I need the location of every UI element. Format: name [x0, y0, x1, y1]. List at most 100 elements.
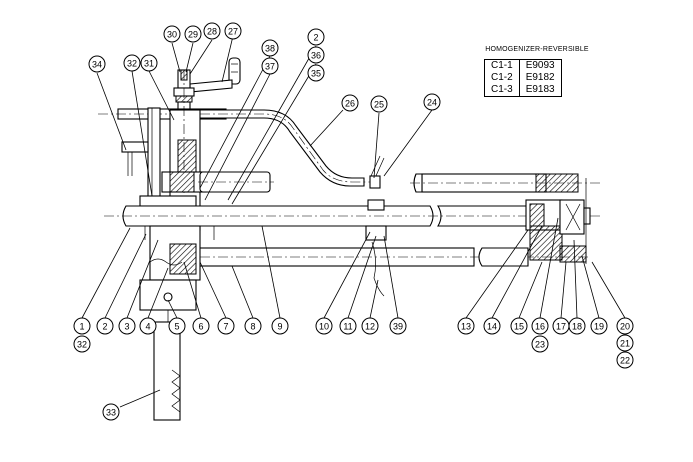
part-number: E9182	[525, 72, 555, 83]
main-shaft	[104, 205, 600, 240]
callout-balloon-15: 15	[510, 317, 528, 335]
callout-balloon-21: 21	[616, 334, 634, 352]
callout-number: 23	[535, 340, 545, 350]
callout-balloon-38: 38	[261, 39, 279, 57]
callout-balloon-31: 31	[140, 54, 158, 72]
part-number: E9183	[525, 84, 555, 95]
callout-number: 17	[556, 322, 566, 332]
callout-number: 13	[461, 322, 471, 332]
callout-balloon-32: 32	[123, 54, 141, 72]
callout-balloon-30: 30	[163, 25, 181, 43]
callout-number: 30	[167, 30, 177, 40]
callout-number: 16	[535, 322, 545, 332]
callout-number: 22	[620, 356, 630, 366]
callout-balloon-27: 27	[224, 22, 242, 40]
callout-balloon-9: 9	[271, 317, 289, 335]
callout-number: 38	[265, 44, 275, 54]
model-code: C1-3	[484, 84, 520, 97]
callout-number: 27	[228, 27, 238, 37]
callout-number: 39	[393, 322, 403, 332]
callout-number: 1	[79, 322, 84, 332]
callout-number: 26	[345, 99, 355, 109]
callout-number: 10	[319, 322, 329, 332]
callout-balloon-17: 17	[552, 317, 570, 335]
callout-number: 36	[311, 51, 321, 61]
callout-number: 32	[77, 340, 87, 350]
callout-number: 32	[127, 59, 137, 69]
right-end-assembly	[525, 178, 591, 264]
callout-balloon-16: 16	[531, 317, 549, 335]
callout-number: 4	[145, 322, 150, 332]
leader-lines	[81, 35, 626, 408]
callout-number: 6	[198, 322, 203, 332]
callout-balloon-13: 13	[457, 317, 475, 335]
callout-number: 2	[102, 322, 107, 332]
lower-block	[139, 225, 201, 322]
callout-balloon-33: 33	[102, 403, 120, 421]
callout-balloon-34: 34	[88, 55, 106, 73]
callout-number: 21	[620, 339, 630, 349]
callout-number: 28	[207, 27, 217, 37]
callout-number: 35	[311, 69, 321, 79]
table-row: C1-2 E9182	[484, 72, 562, 84]
callout-number: 11	[343, 322, 352, 332]
callout-number: 29	[188, 30, 198, 40]
model-code: C1-1	[484, 59, 520, 72]
callout-number: 20	[620, 322, 630, 332]
part-number: E9093	[525, 60, 555, 71]
callout-balloon-28: 28	[203, 22, 221, 40]
model-code: C1-2	[484, 72, 520, 84]
callout-balloon-35: 35	[307, 64, 325, 82]
callout-balloon-8: 8	[244, 317, 262, 335]
callout-number: 7	[223, 322, 228, 332]
callout-balloon-26: 26	[341, 94, 359, 112]
callout-balloon-3: 3	[118, 317, 136, 335]
callout-balloon-39: 39	[389, 317, 407, 335]
upper-right-rod	[410, 173, 600, 193]
callout-number: 33	[106, 408, 116, 418]
callout-number: 18	[572, 322, 582, 332]
table-row: C1-1 E9093	[484, 59, 562, 72]
callout-balloon-18: 18	[568, 317, 586, 335]
callout-balloon-14: 14	[483, 317, 501, 335]
callout-number: 2	[313, 33, 318, 43]
callout-number: 3	[124, 322, 129, 332]
callout-balloon-23: 23	[531, 335, 549, 353]
callout-number: 5	[174, 322, 179, 332]
callout-number: 34	[92, 60, 102, 70]
callout-number: 14	[487, 322, 497, 332]
callout-balloon-36: 36	[307, 46, 325, 64]
callout-balloon-2: 2	[96, 317, 114, 335]
callout-balloon-20: 20	[616, 317, 634, 335]
callout-number: 15	[514, 322, 524, 332]
drawing-title: HOMOGENIZER-REVERSIBLE	[485, 46, 589, 53]
callout-balloon-2: 2	[307, 28, 325, 46]
callout-balloon-6: 6	[192, 317, 210, 335]
callout-number: 24	[427, 98, 437, 108]
lower-handle	[153, 321, 181, 421]
crank-arm	[195, 109, 372, 187]
callout-balloon-5: 5	[168, 317, 186, 335]
middle-clamp	[365, 155, 387, 297]
callout-number: 19	[594, 322, 604, 332]
callout-balloon-25: 25	[370, 95, 388, 113]
callout-balloon-37: 37	[261, 57, 279, 75]
callout-number: 37	[265, 62, 275, 72]
callout-number: 31	[144, 59, 154, 69]
callout-balloon-32: 32	[73, 335, 91, 353]
callout-balloon-22: 22	[616, 351, 634, 369]
callout-balloon-19: 19	[590, 317, 608, 335]
callout-balloon-11: 11	[339, 317, 357, 335]
callout-balloon-4: 4	[139, 317, 157, 335]
callout-number: 25	[374, 100, 384, 110]
callout-balloon-1: 1	[73, 317, 91, 335]
table-row: C1-3 E9183	[484, 84, 562, 97]
callout-balloon-10: 10	[315, 317, 333, 335]
callout-balloon-24: 24	[423, 93, 441, 111]
callout-number: 9	[277, 322, 282, 332]
callout-balloon-29: 29	[184, 25, 202, 43]
